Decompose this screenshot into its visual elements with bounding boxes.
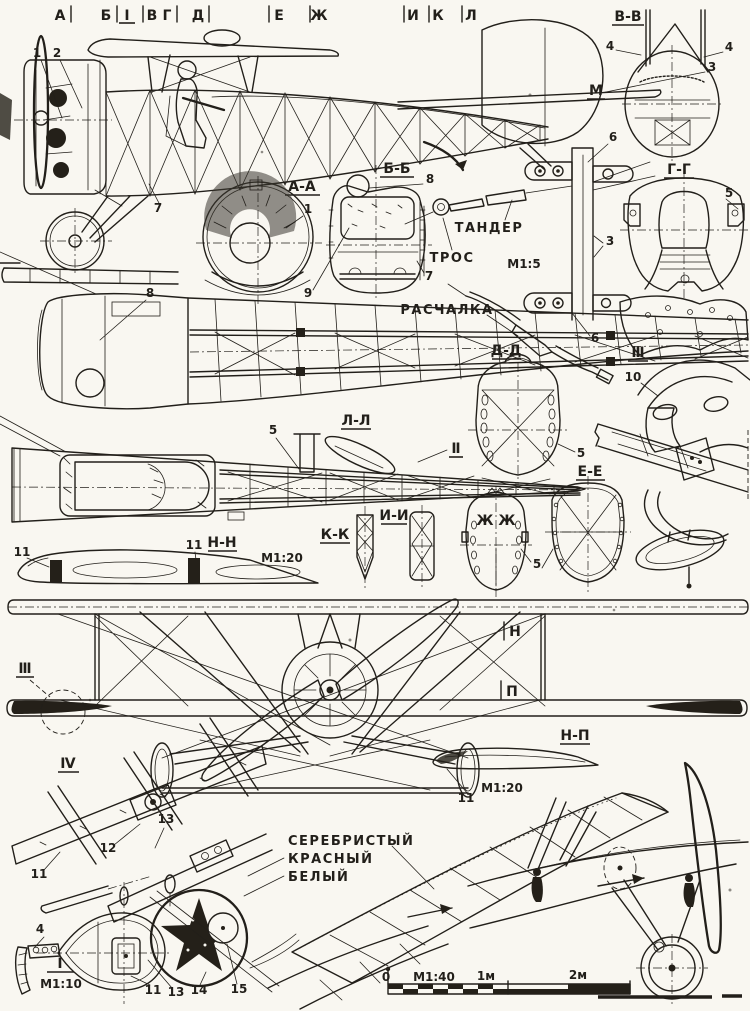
label-section-bb: Б-Б bbox=[383, 161, 410, 177]
callout-plan-5: 5 bbox=[269, 423, 277, 437]
tail-skid-detail: 4 Ⅰ М1:10 11 13 14 15 bbox=[14, 875, 300, 1004]
scale-m1-20-np: М1:20 bbox=[481, 781, 523, 795]
bracket-detail-iii: Ⅲ 10 bbox=[594, 295, 750, 589]
detail-marker-1-bottom: Ⅰ bbox=[57, 956, 62, 972]
callout-sk-11: 11 bbox=[145, 983, 162, 997]
wing-plan: 5 Л-Л Ⅱ bbox=[0, 413, 586, 523]
section-vv: В-В 4 4 М 6 bbox=[587, 9, 733, 163]
callout-side-7: 7 bbox=[154, 201, 162, 215]
perspective-view: СЕРЕБРИСТЫЙ КРАСНЫЙ БЕЛЫЙ bbox=[243, 761, 749, 1010]
scale-m1-5: М1:5 bbox=[507, 257, 540, 271]
callout-fin-3: 3 bbox=[708, 60, 716, 74]
airfoil-np: Н-П 11 М1:20 bbox=[432, 728, 599, 805]
callout-bb-7: 7 bbox=[425, 269, 433, 283]
section-aa: А-А 1 bbox=[196, 171, 322, 304]
label-section-aa: А-А bbox=[288, 179, 316, 195]
label-section-ll: Л-Л bbox=[341, 413, 370, 429]
view-mark-n: Н bbox=[509, 624, 521, 640]
label-section-ii: И-И bbox=[379, 508, 408, 524]
station-e: Е bbox=[274, 8, 284, 24]
station-l: Л bbox=[465, 8, 477, 24]
label-bracing-wire: РАСЧАЛКА bbox=[400, 303, 493, 318]
scale-m1-10: М1:10 bbox=[40, 977, 82, 991]
station-markers: А Б Ⅰ В Г Д Е Ж И К Л bbox=[55, 5, 477, 24]
side-view: 1 2 7 3 bbox=[0, 18, 716, 276]
detail-marker-2: Ⅱ bbox=[451, 441, 460, 457]
section-bb: Б-Б 8 9 7 bbox=[304, 161, 434, 300]
label-section-nn: Н-Н bbox=[207, 535, 236, 551]
strut-rigging-detail: ТАНДЕР ТРОС РАСЧАЛКА М1:5 3 6 bbox=[400, 140, 656, 385]
callout-nn-11a: 11 bbox=[14, 545, 31, 559]
section-gg: Г-Г 5 bbox=[620, 162, 750, 300]
view-mark-p: П bbox=[506, 684, 518, 700]
callout-vv-4r: 4 bbox=[725, 40, 733, 54]
spar-detail-iv: Ⅳ 12 13 11 bbox=[11, 717, 273, 923]
label-turnbuckle: ТАНДЕР bbox=[455, 221, 524, 236]
callout-top-8: 8 bbox=[146, 286, 154, 300]
scale-m1-40: М1:40 bbox=[413, 970, 455, 984]
detail-marker-3b: Ⅲ bbox=[18, 661, 31, 677]
scan-marks bbox=[88, 93, 732, 892]
callout-iv-11: 11 bbox=[31, 867, 48, 881]
detail-marker-1: Ⅰ bbox=[124, 8, 129, 24]
station-zh: Ж bbox=[310, 8, 327, 24]
label-section-ee: Е-Е bbox=[578, 464, 603, 480]
callout-bb-9: 9 bbox=[304, 286, 312, 300]
detail-marker-4: Ⅳ bbox=[60, 756, 76, 772]
label-section-kk: К-К bbox=[321, 527, 350, 543]
callout-nn-11b: 11 bbox=[186, 538, 203, 552]
label-section-dd: Д-Д bbox=[491, 343, 522, 359]
station-a: А bbox=[55, 8, 66, 24]
view-mark-m: М bbox=[589, 83, 603, 99]
label-section-np: Н-П bbox=[560, 728, 589, 744]
callout-vv-4l: 4 bbox=[606, 39, 614, 53]
section-ee: Е-Е bbox=[545, 464, 631, 592]
section-dd: Д-Д 5 bbox=[468, 343, 585, 486]
ruler-zero: 0 bbox=[382, 970, 390, 984]
station-b: Б bbox=[101, 8, 112, 24]
paint-callout-red: КРАСНЫЙ bbox=[288, 851, 374, 867]
station-g: Г bbox=[163, 8, 172, 24]
callout-zh-5: 5 bbox=[533, 557, 541, 571]
callout-sk-15: 15 bbox=[231, 982, 248, 996]
callout-sk-14: 14 bbox=[191, 983, 208, 997]
station-k: К bbox=[432, 8, 444, 24]
label-cable: ТРОС bbox=[430, 251, 475, 266]
station-i: И bbox=[407, 8, 419, 24]
section-kk: К-К bbox=[320, 506, 374, 590]
front-view: Ⅲ Н П bbox=[6, 598, 749, 798]
label-section-gg: Г-Г bbox=[667, 162, 691, 178]
ruler-two-m: 2м bbox=[569, 968, 587, 982]
callout-sk-4: 4 bbox=[36, 922, 44, 936]
paint-callout-white: БЕЛЫЙ bbox=[288, 869, 349, 885]
callout-side-2: 2 bbox=[53, 46, 61, 60]
scale-m1-20-nn: М1:20 bbox=[261, 551, 303, 565]
label-section-vv: В-В bbox=[614, 9, 641, 25]
callout-iv-13: 13 bbox=[158, 812, 175, 826]
section-ii: И-И bbox=[379, 505, 435, 588]
scale-bar: 0 М1:40 1м 2м bbox=[382, 966, 631, 995]
airfoil-nn: Н-Н 11 11 М1:20 bbox=[14, 535, 319, 585]
top-view: 8 bbox=[0, 251, 749, 410]
callout-iii-10: 10 bbox=[625, 370, 642, 384]
callout-np-11: 11 bbox=[458, 791, 475, 805]
section-zh: Ж Ж 5 bbox=[460, 486, 554, 600]
detail-marker-3a: Ⅲ bbox=[631, 345, 644, 361]
callout-gg-5: 5 bbox=[725, 186, 733, 200]
callout-vv-6: 6 bbox=[609, 130, 617, 144]
station-v: В bbox=[147, 8, 158, 24]
callout-dd-5: 5 bbox=[577, 446, 585, 460]
callout-side-1: 1 bbox=[33, 46, 41, 60]
callout-sk-13: 13 bbox=[168, 985, 185, 999]
callout-iv-12: 12 bbox=[100, 841, 117, 855]
callout-strut-3: 3 bbox=[606, 234, 614, 248]
callout-bb-8: 8 bbox=[426, 172, 434, 186]
callout-aa-1: 1 bbox=[304, 202, 312, 216]
ruler-one-m: 1м bbox=[477, 969, 495, 983]
station-d: Д bbox=[192, 8, 204, 24]
paint-callout-silver: СЕРЕБРИСТЫЙ bbox=[288, 833, 414, 849]
